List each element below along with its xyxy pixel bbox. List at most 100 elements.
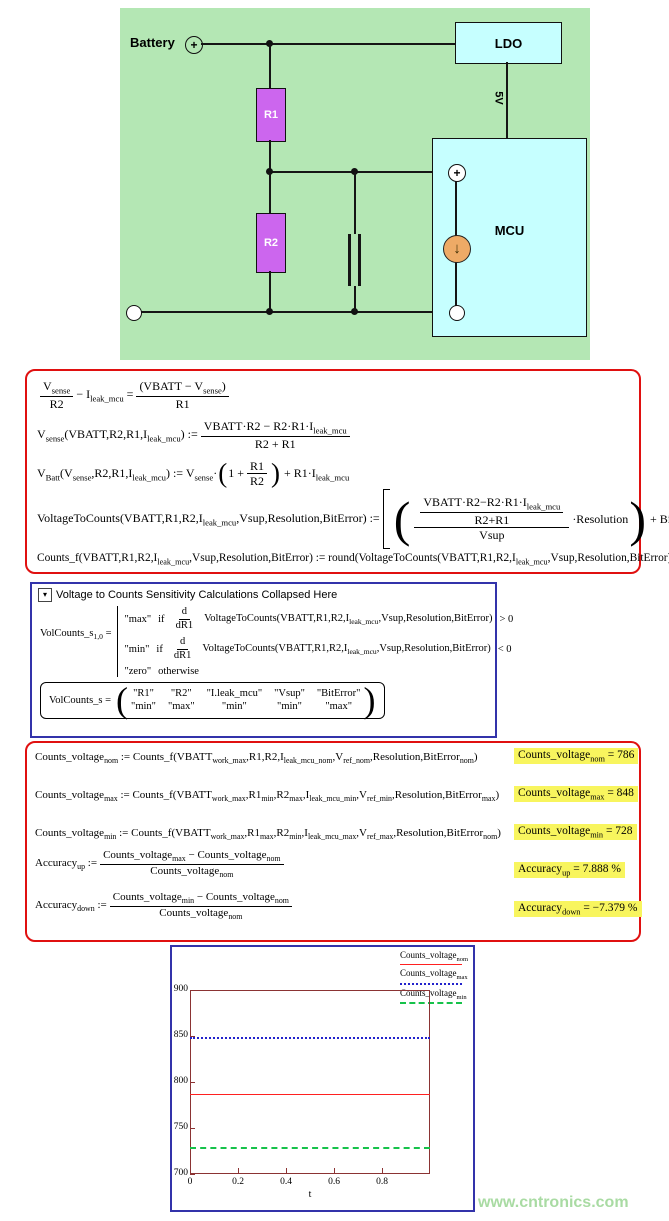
resistor-r1-label: R1	[263, 109, 279, 121]
equation-vbatt-definition[interactable]: VBatt(Vsense,R2,R1,Ileak_mcu) := Vsense·…	[37, 459, 349, 489]
capacitor-plate	[348, 234, 351, 286]
junction-dot	[266, 308, 273, 315]
sensitivity-region: ▾ Voltage to Counts Sensitivity Calculat…	[30, 582, 513, 738]
x-axis-label: t	[308, 1189, 312, 1200]
selection-outline: VolCounts_s = ( "R1""R2""I.leak_mcu""Vsu…	[40, 680, 386, 720]
left-paren: (	[116, 680, 129, 720]
x-tick-mark	[382, 1168, 383, 1174]
x-tick-label: 0	[187, 1177, 193, 1187]
sensitivity-matrix-equation[interactable]: VolCounts_s = ( "R1""R2""I.leak_mcu""Vsu…	[40, 680, 386, 720]
matrix-cell: "BitError"	[316, 688, 361, 700]
equation-body: Counts_voltagemax := Counts_f(VBATTwork_…	[35, 789, 500, 804]
y-tick-label: 850	[173, 1030, 188, 1040]
matrix-cell: "R1"	[133, 688, 154, 700]
plus-icon: +	[453, 166, 461, 180]
equation-lhs: VoltageToCounts(VBATT,R1,R2,Ileak_mcu,Vs…	[37, 510, 380, 528]
current-source: ↓	[443, 235, 471, 263]
left-bracket	[382, 489, 390, 549]
accuracy-down-definition[interactable]: Accuracydown := Counts_voltagemin − Coun…	[35, 891, 295, 921]
collapse-toggle-label: Voltage to Counts Sensitivity Calculatio…	[56, 589, 338, 601]
equation-lhs: Accuracyup :=	[35, 857, 98, 872]
legend-line-sample	[399, 1001, 462, 1004]
y-tick-mark	[190, 1128, 195, 1129]
equation-term: 1 +	[228, 466, 244, 481]
matrix-cell: "max"	[167, 701, 195, 713]
collapse-toggle-icon[interactable]: ▾	[38, 588, 52, 602]
equation-vsense-definition[interactable]: Vsense(VBATT,R2,R1,Ileak_mcu) := VBATT·R…	[37, 419, 353, 451]
left-paren: (	[218, 458, 228, 489]
mcu-ground-terminal	[449, 305, 465, 321]
matrix-cell: "R2"	[170, 688, 192, 700]
current-source-arrow-icon: ↓	[453, 240, 461, 257]
wire-r1-top	[269, 44, 271, 88]
equation-lhs: Vsense(VBATT,R2,R1,Ileak_mcu) :=	[37, 426, 198, 444]
rail-5v-label: 5V	[492, 91, 505, 105]
piecewise-row: "zero"otherwise	[124, 666, 199, 678]
battery-positive-terminal: +	[185, 36, 203, 54]
circuit-diagram: Battery + R1 R2 LDO 5V MCU + ↓	[120, 8, 590, 360]
y-tick-mark	[190, 1082, 195, 1083]
result-counts-min[interactable]: Counts_voltagemin = 728	[514, 824, 637, 841]
ldo-label: LDO	[494, 35, 523, 51]
matrix-cell: "min"	[131, 701, 156, 713]
equation-lhs: VBatt(Vsense,R2,R1,Ileak_mcu) := Vsense·	[37, 465, 218, 483]
result-counts-nom[interactable]: Counts_voltagenom = 786	[514, 748, 639, 765]
piecewise-bar	[117, 606, 119, 678]
result-accuracy-down[interactable]: Accuracydown = −7.379 %	[514, 901, 642, 918]
matrix-cell: "min"	[277, 701, 302, 713]
counts-max-definition[interactable]: Counts_voltagemax := Counts_f(VBATTwork_…	[35, 789, 499, 803]
junction-dot	[266, 40, 273, 47]
result-counts-max[interactable]: Counts_voltagemax = 848	[514, 786, 638, 803]
mcu-label: MCU	[494, 223, 525, 238]
x-tick-label: 0.4	[280, 1177, 292, 1187]
y-tick-label: 800	[173, 1076, 188, 1086]
equation-lhs: VolCounts_s =	[49, 694, 112, 706]
y-tick-mark	[190, 990, 195, 991]
accuracy-up-definition[interactable]: Accuracyup := Counts_voltagemax − Counts…	[35, 849, 287, 879]
legend-entry: Counts_voltagemax	[399, 968, 468, 985]
wire-bottom-rail	[133, 311, 456, 313]
resistor-r2-label: R2	[263, 237, 279, 249]
matrix-cell: "Vsup"	[274, 688, 305, 700]
counts-nom-definition[interactable]: Counts_voltagenom := Counts_f(VBATTwork_…	[35, 751, 478, 765]
plus-icon: +	[190, 38, 198, 52]
y-tick-label: 700	[173, 1168, 188, 1178]
equation-term: + BitError	[649, 511, 669, 526]
equation-counts-f-definition[interactable]: Counts_f(VBATT,R1,R2,Ileak_mcu,Vsup,Reso…	[37, 552, 669, 566]
equation-operator: − Ileak_mcu =	[76, 386, 134, 404]
equation-term: ·Resolution	[572, 511, 629, 526]
counts-min-definition[interactable]: Counts_voltagemin := Counts_f(VBATTwork_…	[35, 827, 501, 841]
equation-voltage-to-counts[interactable]: VoltageToCounts(VBATT,R1,R2,Ileak_mcu,Vs…	[37, 489, 669, 549]
legend-entry: Counts_voltagenom	[399, 950, 468, 966]
equation-lhs: VolCounts_s1,0 =	[40, 628, 112, 642]
wire-r2-bottom	[269, 271, 271, 313]
right-paren: )	[629, 491, 646, 547]
equation-term: + R1·Ileak_mcu	[283, 465, 350, 483]
result-accuracy-up[interactable]: Accuracyup = 7.888 %	[514, 862, 625, 879]
wire-r2-top	[269, 173, 271, 213]
collapsed-area-toggle[interactable]: ▾ Voltage to Counts Sensitivity Calculat…	[38, 588, 337, 602]
wire-capacitor-top	[354, 172, 356, 234]
x-tick-mark	[334, 1168, 335, 1174]
equation-body: Counts_voltagenom := Counts_f(VBATTwork_…	[35, 751, 478, 766]
legend-label: Counts_voltagemax	[399, 968, 468, 982]
trace-dotted	[190, 1036, 430, 1039]
y-tick-mark	[190, 1174, 195, 1175]
capacitor-plate	[358, 234, 361, 286]
matrix-cell: "min"	[221, 701, 247, 713]
